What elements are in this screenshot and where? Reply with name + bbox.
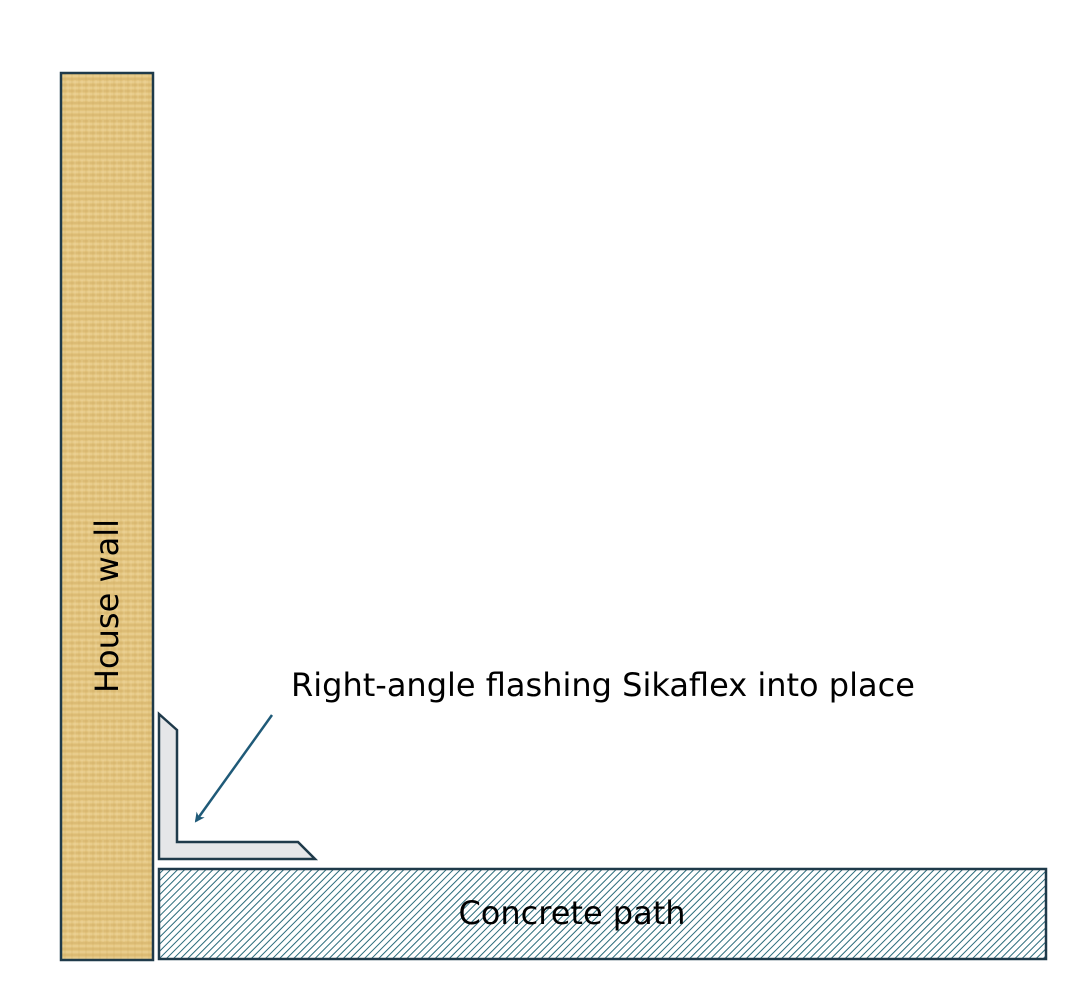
house-wall-label: House wall xyxy=(88,519,126,693)
concrete-path xyxy=(157,867,1048,961)
right-angle-flashing xyxy=(157,711,319,861)
flashing-label: Right-angle flashing Sikaflex into place xyxy=(291,666,915,704)
concrete-path-label: Concrete path xyxy=(458,894,685,932)
house-wall xyxy=(59,71,155,962)
callout-arrow xyxy=(194,714,274,823)
